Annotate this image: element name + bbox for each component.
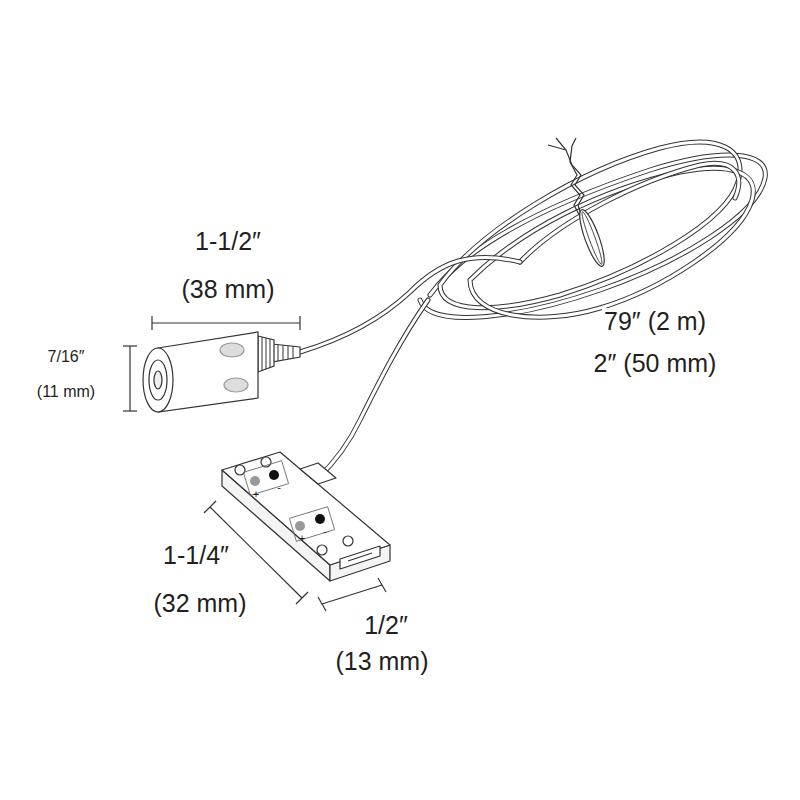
cable — [300, 142, 765, 478]
dimension-label: 1-1/2″ — [193, 228, 263, 256]
barrel-connector — [143, 332, 300, 412]
cable-tie — [575, 207, 609, 268]
dimension-label: 1/2″ — [362, 612, 410, 640]
polarity-mark: - — [323, 525, 327, 537]
polarity-mark: - — [277, 481, 281, 493]
dimension-label: 2″ (50 mm) — [592, 350, 719, 378]
wire-ends — [548, 138, 584, 222]
terminal-block — [222, 452, 390, 581]
dimension-label: 7/16″ — [46, 348, 87, 366]
dimension-label: (11 mm) — [35, 383, 97, 401]
dimension-lines — [123, 316, 386, 611]
dimension-label: 1-1/4″ — [161, 542, 231, 570]
dimension-label: 79″ (2 m) — [602, 308, 708, 336]
dimension-label: (32 mm) — [151, 590, 248, 618]
polarity-mark: + — [253, 488, 259, 500]
polarity-mark: + — [299, 532, 305, 544]
dimension-label: (13 mm) — [333, 648, 430, 676]
dimension-label: (38 mm) — [179, 276, 276, 304]
